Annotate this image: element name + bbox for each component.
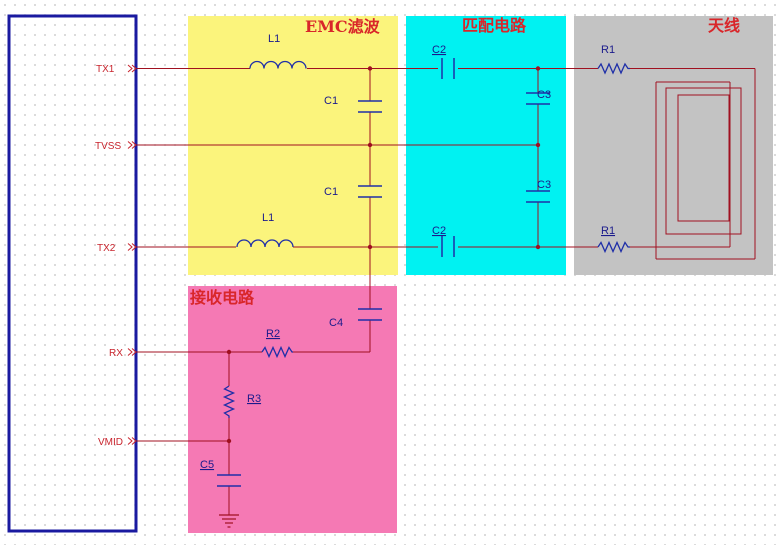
pin-label-vmid: VMID xyxy=(98,437,123,448)
capacitor-c4 xyxy=(358,308,382,321)
inductor-l1-top xyxy=(249,60,307,69)
antenna-title: 天线 xyxy=(708,16,740,35)
label-c1-bottom: C1 xyxy=(324,186,338,198)
wires xyxy=(136,68,756,515)
pin-label-tx1: TX1 xyxy=(96,64,115,75)
capacitor-c5 xyxy=(217,474,241,487)
inductor-l1-bottom xyxy=(236,239,294,248)
pin-label-rx: RX xyxy=(109,348,123,359)
pin-label-tx2: TX2 xyxy=(97,243,116,254)
receive-circuit-block xyxy=(188,286,397,533)
label-r3: R3 xyxy=(247,393,261,405)
pin-label-tvss: TVSS xyxy=(95,141,121,152)
label-c2-bottom: C2 xyxy=(432,225,446,237)
capacitor-c2-top xyxy=(441,58,455,79)
label-c4: C4 xyxy=(329,317,343,329)
ground-icon xyxy=(219,514,239,528)
junctions xyxy=(226,66,541,444)
capacitor-c2-bottom xyxy=(441,236,455,257)
emc-filter-title: EMC滤波 xyxy=(305,17,381,36)
matching-circuit-title: 匹配电路 xyxy=(462,16,527,35)
antenna-loop-outer xyxy=(665,87,742,235)
resistor-r3 xyxy=(222,385,236,418)
antenna-loop-inner xyxy=(677,94,730,222)
label-c5: C5 xyxy=(200,459,214,471)
label-c1-top: C1 xyxy=(324,95,338,107)
capacitor-c1-bottom xyxy=(358,185,382,198)
label-r2: R2 xyxy=(266,328,280,340)
capacitor-c3-bottom xyxy=(526,190,550,203)
antenna-block xyxy=(574,16,773,275)
label-r1-bottom: R1 xyxy=(601,225,615,237)
resistor-r2 xyxy=(261,345,293,359)
label-l1-top: L1 xyxy=(268,33,280,45)
capacitor-c3-top xyxy=(526,92,550,105)
chip-outline xyxy=(7,14,138,533)
capacitor-c1-top xyxy=(358,100,382,113)
label-l1-bottom: L1 xyxy=(262,212,274,224)
label-c2-top: C2 xyxy=(432,44,446,56)
resistor-r1-top xyxy=(597,62,630,75)
receive-circuit-title: 接收电路 xyxy=(190,288,255,307)
label-c3-top: C3 xyxy=(537,89,551,101)
resistor-r1-bottom xyxy=(597,240,630,254)
label-r1-top: R1 xyxy=(601,44,615,56)
label-c3-bottom: C3 xyxy=(537,179,551,191)
